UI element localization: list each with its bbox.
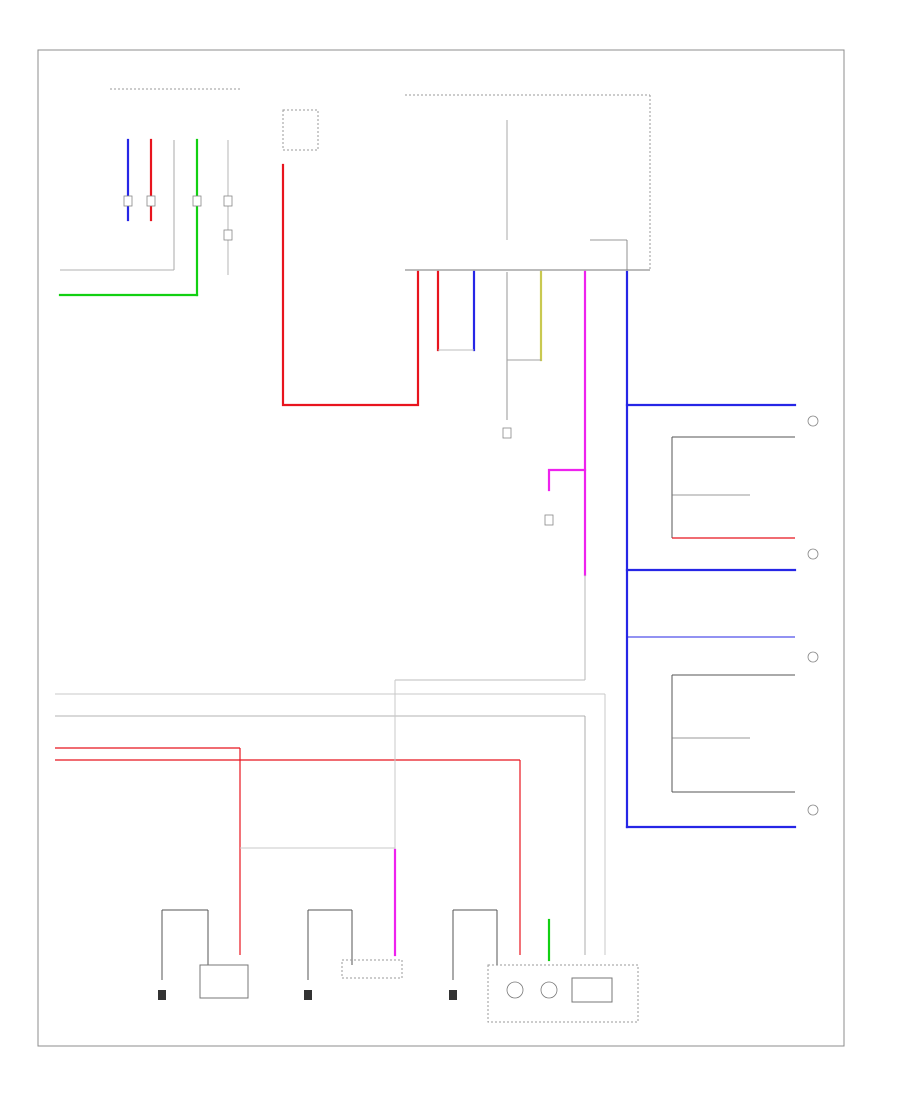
ground-symbol-icon bbox=[807, 415, 819, 427]
blue-wire-trunk bbox=[625, 270, 797, 829]
top-left-connector-group bbox=[58, 88, 242, 297]
control-module-block bbox=[282, 94, 651, 271]
bulb-icon bbox=[540, 981, 558, 999]
diagram-frame bbox=[37, 49, 845, 1047]
right-device-group-2 bbox=[671, 651, 819, 816]
lamp-connector bbox=[571, 977, 613, 1003]
bottom-lamp-3 bbox=[449, 909, 639, 1023]
lamp-connector bbox=[199, 964, 249, 999]
right-device-group-1 bbox=[671, 415, 819, 560]
red-wire-loop bbox=[281, 163, 420, 407]
module-output-wires bbox=[436, 270, 543, 439]
bottom-lamp-2 bbox=[304, 909, 403, 1000]
ground-symbol-icon bbox=[807, 548, 819, 560]
ground-symbol-icon bbox=[807, 804, 819, 816]
bottom-lamp-1 bbox=[158, 909, 249, 1000]
ground-symbol-icon bbox=[807, 651, 819, 663]
pink-wire-branch bbox=[547, 468, 587, 492]
bottom-left-bus-wires bbox=[55, 680, 606, 962]
bulb-icon bbox=[506, 981, 524, 999]
